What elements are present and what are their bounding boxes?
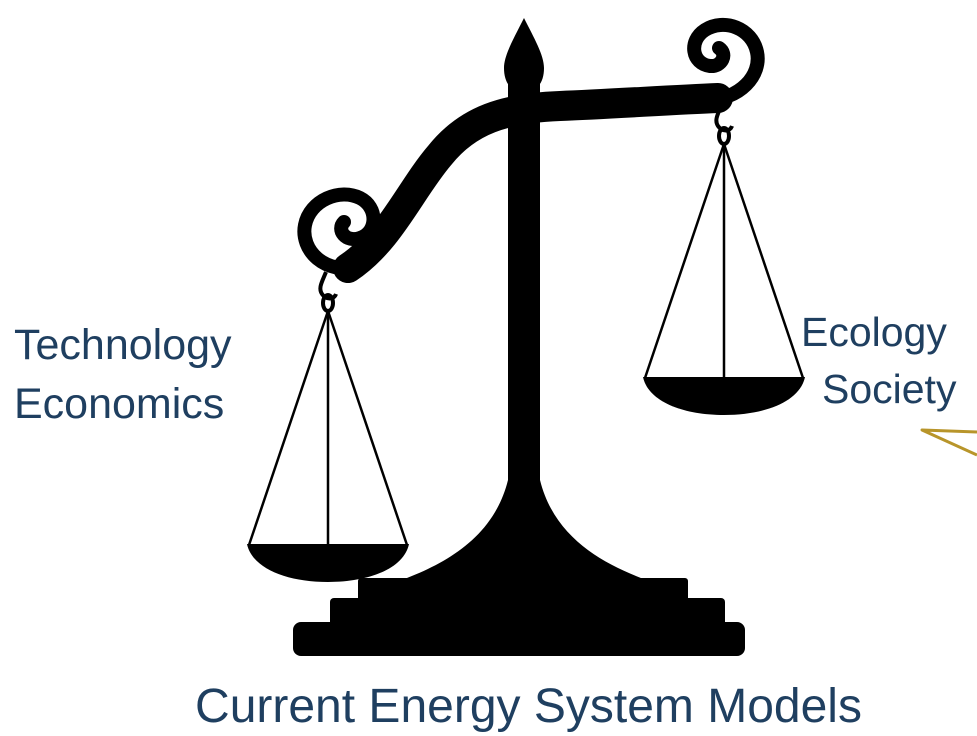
left-pan-label-economics: Economics (14, 380, 225, 428)
scale-beam (333, 83, 733, 283)
scale-base (293, 480, 745, 656)
diagram-caption: Current Energy System Models (195, 680, 862, 733)
left-scroll-ornament (297, 187, 381, 275)
left-pan (247, 271, 409, 582)
annotation-arrow (920, 428, 977, 457)
right-pan-label-ecology: Ecology (801, 309, 947, 355)
left-pan-label-technology: Technology (14, 321, 232, 369)
right-pan-label-society: Society (822, 366, 957, 412)
right-scroll-ornament (687, 18, 765, 107)
right-pan (643, 103, 805, 415)
scale-pole (504, 18, 544, 528)
